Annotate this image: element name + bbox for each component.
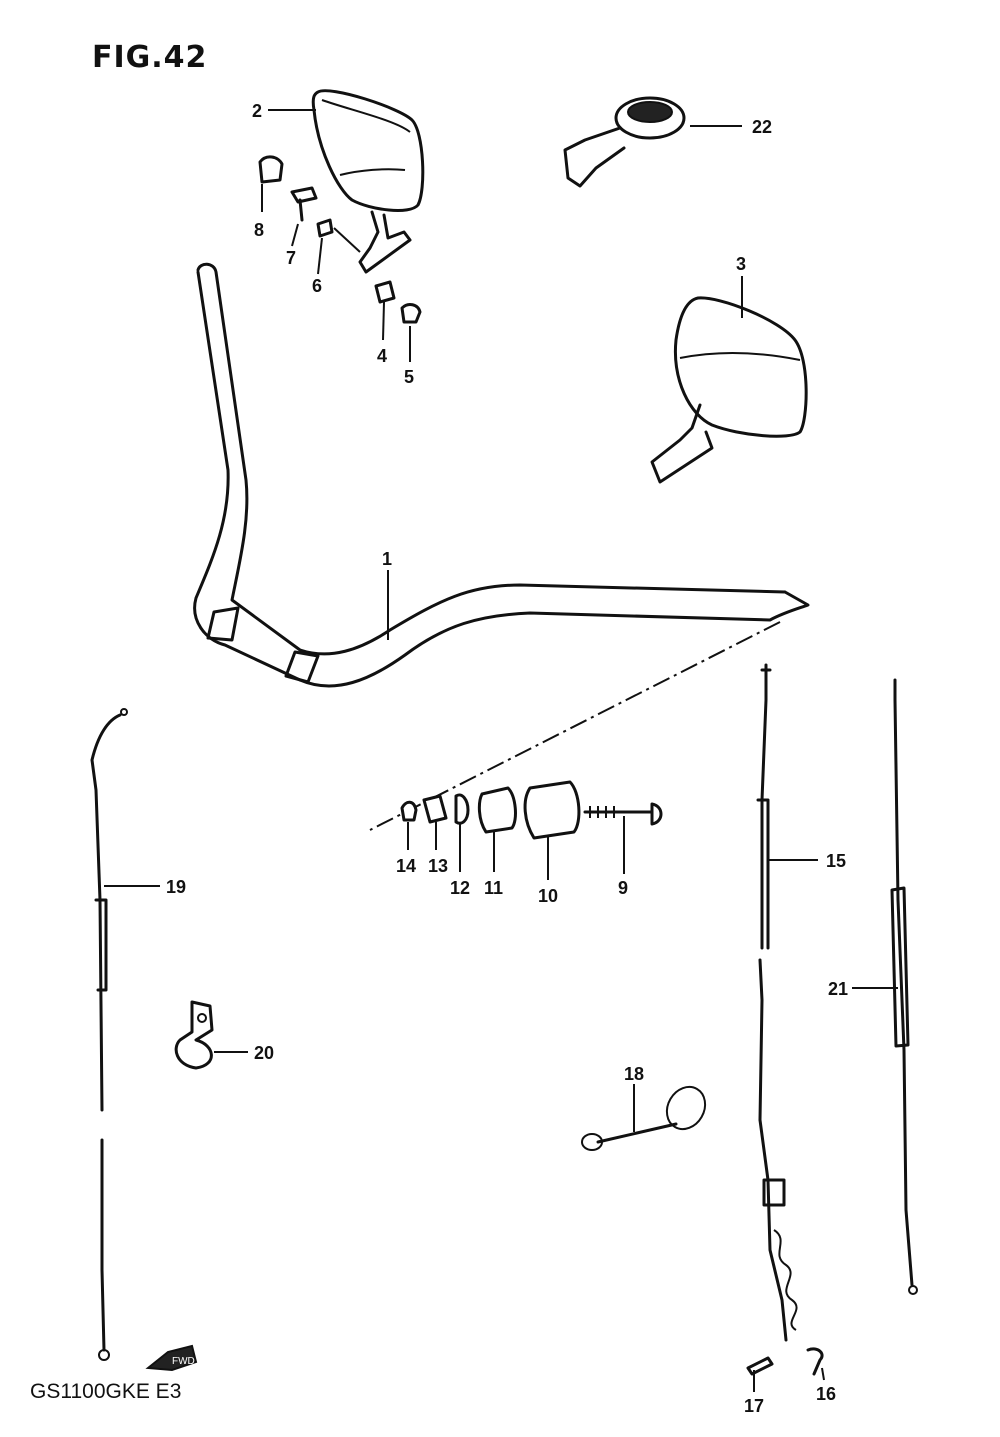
callout-22: 22 <box>752 117 772 137</box>
bar-end-weight-assembly <box>400 780 663 840</box>
callout-20: 20 <box>254 1043 274 1063</box>
callout-12: 12 <box>450 878 470 898</box>
forward-arrow: FWD <box>145 1344 198 1372</box>
cable-clamp <box>174 1000 214 1070</box>
callout-2: 2 <box>252 101 262 121</box>
callout-11: 11 <box>484 878 503 898</box>
callout-21: 21 <box>828 979 848 999</box>
mirror-right <box>650 296 808 484</box>
callout-5: 5 <box>404 367 414 387</box>
mirror-left <box>311 89 425 274</box>
screws-16-17 <box>746 1347 824 1376</box>
callout-7: 7 <box>286 248 296 268</box>
callout-4: 4 <box>377 346 387 366</box>
callout-19: 19 <box>166 877 186 897</box>
cable-19 <box>90 708 128 1361</box>
leader-lines <box>104 109 898 1392</box>
callout-9: 9 <box>618 878 628 898</box>
callout-3: 3 <box>736 254 746 274</box>
switch-assembly <box>563 96 686 188</box>
callout-16: 16 <box>816 1384 836 1404</box>
callout-10: 10 <box>538 886 558 906</box>
callout-1: 1 <box>382 549 392 569</box>
callout-labels: 2 8 7 6 4 5 22 3 1 14 13 12 11 10 9 15 1… <box>166 101 848 1416</box>
spring-pin <box>581 1085 707 1151</box>
mount-hardware <box>258 155 422 324</box>
cable-21 <box>890 678 918 1295</box>
model-label: GS1100GKE E3 <box>30 1380 182 1403</box>
callout-6: 6 <box>312 276 322 296</box>
forward-arrow-text: FWD <box>172 1356 195 1367</box>
callout-18: 18 <box>624 1064 644 1084</box>
handlebar <box>193 262 810 688</box>
callout-13: 13 <box>428 856 448 876</box>
callout-14: 14 <box>396 856 416 876</box>
callout-17: 17 <box>744 1396 764 1416</box>
cable-15 <box>756 663 798 1342</box>
figure-title: FIG.42 <box>92 40 208 75</box>
callout-15: 15 <box>826 851 846 871</box>
callout-8: 8 <box>254 220 264 240</box>
